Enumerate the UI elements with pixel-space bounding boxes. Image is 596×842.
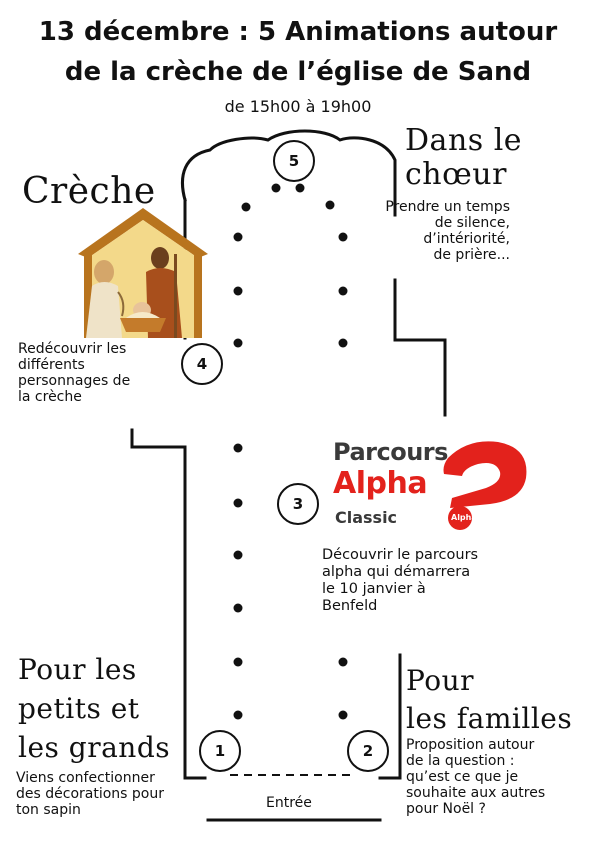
alpha-logo: Parcours Alpha Classic Alpha	[333, 438, 533, 533]
right-wall-lower	[378, 653, 402, 780]
station-1-description: Viens confectionner des décorations pour…	[16, 770, 164, 818]
station-4-description: Redécouvrir les différents personnages d…	[18, 341, 131, 405]
station-4-heading: Crèche	[22, 171, 156, 212]
station-5-description: Prendre un temps de silence, d’intériori…	[385, 199, 510, 263]
station-5-number: 5	[273, 140, 315, 182]
left-wall	[130, 428, 207, 780]
alpha-logo-alpha: Alpha	[333, 466, 428, 501]
station-2-heading: Pour les familles	[406, 664, 573, 735]
station-1-number: 1	[199, 730, 241, 772]
alpha-logo-classic: Classic	[335, 508, 398, 527]
nativity-illustration	[78, 208, 208, 338]
apse-wall	[180, 129, 397, 217]
alpha-logo-badge: Alpha	[451, 513, 477, 522]
alpha-logo-parcours: Parcours	[333, 438, 448, 466]
station-2-number: 2	[347, 730, 389, 772]
station-2-description: Proposition autour de la question : qu’e…	[406, 737, 546, 817]
station-3-description: Découvrir le parcours alpha qui démarrer…	[322, 547, 479, 614]
title-line-2: de la crèche de l’église de Sand	[64, 57, 532, 87]
entrance-label: Entrée	[266, 795, 312, 811]
station-1-heading: Pour les petits et les grands	[18, 653, 171, 764]
time-range: de 15h00 à 19h00	[224, 97, 372, 116]
station-4-number: 4	[181, 343, 223, 385]
station-3-number: 3	[277, 483, 319, 525]
right-wall	[393, 278, 447, 417]
title-line-1: 13 décembre : 5 Animations autour	[38, 17, 558, 47]
station-5-heading: Dans le chœur	[405, 123, 523, 192]
alpha-question-mark-icon	[443, 441, 527, 530]
